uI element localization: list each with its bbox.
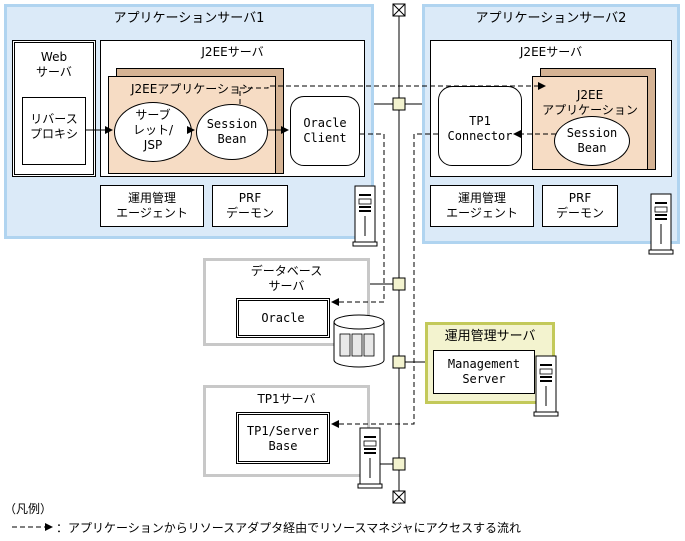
- session-bean-2: [554, 116, 630, 166]
- legend-description: ：アプリケーションからリソースアダプタ経由でリソースマネジャにアクセスする流れ: [56, 521, 522, 535]
- mgmt-server-title: 運用管理サーバ: [444, 329, 536, 344]
- prf-daemon-1: [212, 185, 288, 227]
- prf-daemon-1-label: PRF デーモン: [225, 191, 274, 220]
- tp1-connector-label: TP1 Connector: [447, 114, 513, 143]
- servlet-jsp-label: サーブ レット/ JSP: [132, 108, 174, 152]
- database-icon: [333, 314, 385, 368]
- computer-icon-mgmt-server: [533, 355, 559, 417]
- web-server-label: Web サーバ: [36, 50, 72, 79]
- mgmt-agent-1-label: 運用管理 エージェント: [116, 191, 188, 220]
- network-terminator-top: [392, 3, 406, 17]
- management-server-label: Management Server: [447, 357, 521, 386]
- connector-db-server: [392, 277, 406, 291]
- connector-tp1-server: [392, 457, 406, 471]
- oracle-client-label: Oracle Client: [303, 116, 347, 145]
- network-terminator-bottom: [392, 490, 406, 504]
- mgmt-agent-2-label: 運用管理 エージェント: [446, 191, 518, 220]
- app-server-1-title: アプリケーションサーバ1: [113, 11, 265, 26]
- tp1-connector: [438, 86, 522, 166]
- j2ee-server-1-label: J2EEサーバ: [201, 45, 264, 59]
- connector-mgmt-server: [392, 355, 406, 369]
- tp1-server-base-box: [236, 412, 330, 464]
- prf-daemon-2: [542, 185, 618, 227]
- j2ee-app-2-label: J2EE アプリケーション: [542, 88, 638, 117]
- legend-heading: （凡例）: [4, 502, 53, 516]
- session-bean-2-label: Session Bean: [566, 126, 618, 155]
- j2ee-server-2-label: J2EEサーバ: [519, 45, 583, 59]
- flow-oracle-client-to-oracle: [331, 133, 385, 306]
- reverse-proxy-label: リバース プロキシ: [29, 112, 78, 141]
- app-server-2-title: アプリケーションサーバ2: [475, 11, 627, 26]
- connector-app-servers: [392, 97, 406, 111]
- tp1-server-base-label: TP1/Server Base: [246, 424, 320, 453]
- mgmt-agent-1: [100, 185, 204, 227]
- oracle-label: Oracle: [261, 311, 305, 325]
- tp1-server-title: TP1サーバ: [257, 392, 316, 406]
- j2ee-app-1-label: J2EEアプリケーション: [130, 82, 254, 96]
- db-server-title: データベース サーバ: [250, 264, 323, 293]
- reverse-proxy: [22, 97, 86, 165]
- management-server-box: [433, 350, 535, 394]
- flow-tp1-connector-to-tp1-base: [331, 133, 438, 428]
- flow-bean-to-session-bean-2: [239, 82, 546, 104]
- computer-icon-app-server-1: [352, 185, 378, 247]
- computer-icon-app-server-2: [648, 193, 674, 255]
- servlet-jsp: [114, 102, 192, 162]
- oracle-client: [290, 96, 360, 166]
- computer-icon-tp1-server: [357, 427, 383, 489]
- oracle-box: [236, 298, 330, 338]
- mgmt-agent-2: [430, 185, 534, 227]
- prf-daemon-2-label: PRF デーモン: [555, 191, 604, 220]
- session-bean-1-label: Session Bean: [206, 117, 258, 146]
- session-bean-1: [196, 104, 268, 160]
